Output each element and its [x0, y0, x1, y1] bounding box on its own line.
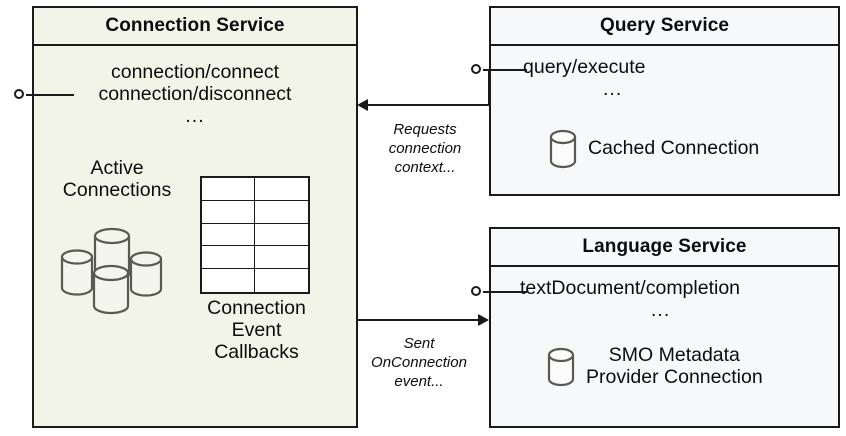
database-cylinder-icon — [549, 129, 577, 169]
language-service-box[interactable]: Language Service textDocument/completion… — [489, 227, 840, 428]
connection-service-api-list: connection/connect connection/disconnect… — [34, 46, 356, 127]
lollipop-circle-icon — [471, 286, 481, 296]
api-connection-connect[interactable]: connection/connect — [110, 61, 280, 83]
language-service-body: textDocument/completion ... SMO Metadata… — [491, 267, 838, 426]
api-query-execute[interactable]: query/execute — [523, 56, 646, 78]
edge-horizontal-segment — [358, 319, 480, 321]
query-service-api-ellipsis: ... — [603, 78, 623, 101]
lollipop-stem — [26, 94, 74, 96]
smo-metadata-provider-row: SMO Metadata Provider Connection — [545, 344, 763, 389]
query-service-box[interactable]: Query Service query/execute ... Cached C… — [489, 6, 840, 196]
edge-vertical-segment — [488, 70, 490, 106]
grid-cell — [202, 178, 255, 201]
connection-service-box[interactable]: Connection Service connection/connect co… — [32, 6, 358, 428]
query-service-title: Query Service — [491, 8, 838, 46]
grid-cell — [202, 223, 255, 247]
arrow-head-left-icon — [357, 99, 368, 111]
lollipop-circle-icon — [471, 64, 481, 74]
grid-cell — [202, 246, 255, 270]
language-service-api-list: textDocument/completion ... — [491, 267, 838, 321]
edge-label-sent-onconnection-event: Sent OnConnection event... — [371, 335, 467, 391]
smo-metadata-provider-label: SMO Metadata Provider Connection — [586, 344, 763, 388]
query-service-api-list: query/execute ... — [491, 46, 838, 100]
lollipop-stem — [483, 291, 527, 293]
language-service-api-ellipsis: ... — [651, 299, 671, 322]
connection-service-body: connection/connect connection/disconnect… — [34, 46, 356, 426]
lollipop-circle-icon — [14, 89, 24, 99]
grid-cell — [202, 269, 255, 292]
table-grid-icon — [200, 176, 310, 294]
connection-service-api-ellipsis: ... — [185, 105, 205, 128]
language-service-title: Language Service — [491, 229, 838, 267]
grid-cell — [255, 246, 308, 270]
connection-event-callbacks-label: Connection Event Callbacks — [207, 297, 306, 363]
api-connection-disconnect[interactable]: connection/disconnect — [98, 83, 292, 106]
query-service-body: query/execute ... Cached Connection — [491, 46, 838, 194]
edge-horizontal-segment — [368, 104, 489, 106]
cached-connection-row: Cached Connection — [547, 128, 759, 170]
edge-label-requests-connection-context: Requests connection context... — [388, 121, 462, 177]
database-cylinder-icon — [547, 347, 575, 386]
api-textdocument-completion[interactable]: textDocument/completion — [520, 277, 741, 299]
grid-cell — [255, 223, 308, 247]
connection-service-title: Connection Service — [34, 8, 356, 46]
arrow-head-right-icon — [478, 314, 489, 326]
lollipop-stem — [483, 69, 527, 71]
grid-cell — [202, 200, 255, 224]
grid-cell — [255, 269, 308, 292]
grid-cell — [255, 200, 308, 224]
database-cluster-icon — [55, 224, 175, 316]
cached-connection-label: Cached Connection — [588, 137, 760, 160]
grid-cell — [255, 178, 308, 201]
active-connections-label: Active Connections — [62, 157, 172, 201]
